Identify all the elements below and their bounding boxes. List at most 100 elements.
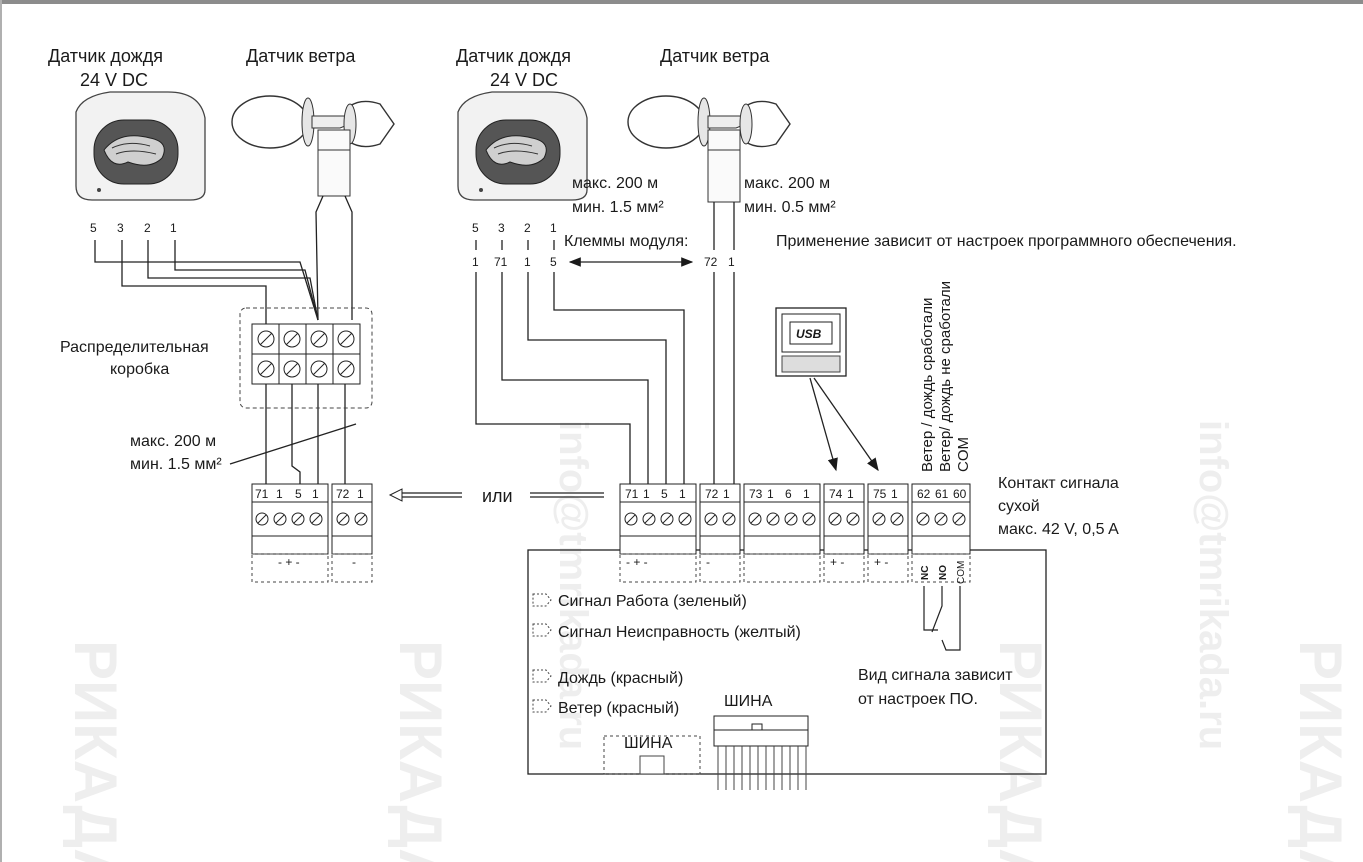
vertical-label-not-triggered: Ветер/ дождь не сработали xyxy=(937,281,954,472)
module-terminals-label: Клеммы модуля: xyxy=(564,233,688,250)
top-border xyxy=(0,0,1363,4)
left-terminal-b-polarity: - xyxy=(352,555,356,569)
usb-label: USB xyxy=(796,327,822,341)
right-wind-sensor-title: Датчик ветра xyxy=(660,46,770,66)
terminal-number: 5 xyxy=(661,487,668,501)
dry-contact-line1: Контакт сигнала xyxy=(998,475,1119,492)
bus-label-2: ШИНА xyxy=(724,693,773,710)
terminal-number: 71 xyxy=(625,487,639,501)
terminal-number: 1 xyxy=(643,487,650,501)
junction-box-label-line1: Распределительная xyxy=(60,339,209,356)
junction-box-label-line2: коробка xyxy=(110,361,169,378)
rain-cable-min: мин. 1.5 мм² xyxy=(572,199,664,216)
terminal-polarity: + - xyxy=(830,555,844,569)
terminal-block: 74 1 + - xyxy=(823,483,865,583)
or-label: или xyxy=(482,486,513,506)
terminal-number: 1 xyxy=(723,487,730,501)
led-label-wind: Ветер (красный) xyxy=(558,700,679,717)
left-terminal-a-label: 1 xyxy=(312,487,319,501)
right-rain-sensor-title: Датчик дождя xyxy=(456,46,571,66)
watermark-text: РИКАДА xyxy=(387,640,454,862)
terminal-number: 1 xyxy=(679,487,686,501)
right-rain-sensor-voltage: 24 V DC xyxy=(490,70,558,90)
watermark-layer: РИКАДА РИКАДА РИКАДА РИКАДА info@tmrikad… xyxy=(62,420,1354,862)
terminal-block: 72 1 - xyxy=(699,483,741,583)
terminal-number: 73 xyxy=(749,487,763,501)
terminal-number: 1 xyxy=(803,487,810,501)
usb-programmer-icon xyxy=(775,307,879,472)
terminal-polarity: - xyxy=(706,555,710,569)
terminal-polarity: - + - xyxy=(626,555,648,569)
signal-note-line1: Вид сигнала зависит xyxy=(858,667,1013,684)
watermark-text: info@tmrikada.ru xyxy=(551,420,595,750)
right-wind-module-terminal: 1 xyxy=(728,255,735,269)
terminal-number: 74 xyxy=(829,487,843,501)
signal-note-line2: от настроек ПО. xyxy=(858,691,978,708)
terminal-number: 60 xyxy=(953,487,967,501)
led-label-operation: Сигнал Работа (зеленый) xyxy=(558,593,747,610)
vertical-label-triggered: Ветер / дождь сработали xyxy=(919,298,936,472)
terminal-number: 6 xyxy=(785,487,792,501)
left-wires xyxy=(94,195,357,484)
left-rain-sensor-voltage: 24 V DC xyxy=(80,70,148,90)
anemometer-icon xyxy=(231,95,395,197)
bus-connector-1 xyxy=(603,735,701,775)
led-label-fault: Сигнал Неисправность (желтый) xyxy=(558,624,801,641)
left-terminal-a-polarity: - + - xyxy=(278,555,300,569)
left-border xyxy=(0,0,2,862)
right-wires xyxy=(475,202,735,484)
vertical-label-com: COM xyxy=(955,437,972,472)
left-terminal-a-label: 1 xyxy=(276,487,283,501)
dry-contact-line3: макс. 42 V, 0,5 A xyxy=(998,521,1119,538)
left-terminal-b-label: 72 xyxy=(336,487,350,501)
rain-cable-max: макс. 200 м xyxy=(572,175,658,192)
relay-pin-com: COM xyxy=(956,561,967,584)
or-connector xyxy=(388,488,604,502)
terminal-number: 72 xyxy=(705,487,719,501)
watermark-text: РИКАДА xyxy=(987,640,1054,862)
right-rain-module-terminal: 5 xyxy=(550,255,557,269)
junction-screws xyxy=(257,330,355,378)
right-rain-top-terminal: 3 xyxy=(498,221,505,235)
relay-pin-nc: NC xyxy=(920,566,931,580)
left-rain-terminal-label: 1 xyxy=(170,221,177,235)
terminal-number: 1 xyxy=(891,487,898,501)
rain-sensor-icon xyxy=(457,91,588,201)
right-panel: Датчик дождя 24 V DC Датчик ветра макс. … xyxy=(456,46,1237,790)
terminal-polarity: + - xyxy=(874,555,888,569)
left-rain-terminal-label: 5 xyxy=(90,221,97,235)
anemometer-icon xyxy=(627,95,791,203)
terminal-number: 61 xyxy=(935,487,949,501)
left-panel: Датчик дождя 24 V DC Датчик ветра 5 3 2 … xyxy=(48,46,395,583)
left-rain-sensor-title: Датчик дождя xyxy=(48,46,163,66)
watermark-text: info@tmrikada.ru xyxy=(1191,420,1235,750)
wind-cable-min: мин. 0.5 мм² xyxy=(744,199,836,216)
junction-box xyxy=(239,307,373,409)
relay-contact-symbol xyxy=(923,586,961,651)
terminal-number: 1 xyxy=(767,487,774,501)
software-note: Применение зависит от настроек программн… xyxy=(776,233,1237,250)
terminal-block: 75 1 + - xyxy=(867,483,909,583)
left-terminal-block-a xyxy=(251,483,329,583)
wind-cable-max: макс. 200 м xyxy=(744,175,830,192)
left-rain-terminal-label: 2 xyxy=(144,221,151,235)
left-rain-terminal-label: 3 xyxy=(117,221,124,235)
terminal-number: 1 xyxy=(847,487,854,501)
bus-label-1: ШИНА xyxy=(624,735,673,752)
right-rain-top-terminal: 1 xyxy=(550,221,557,235)
right-rain-top-terminal: 2 xyxy=(524,221,531,235)
left-cable-max: макс. 200 м xyxy=(130,433,216,450)
left-terminal-b-label: 1 xyxy=(357,487,364,501)
right-rain-top-terminal: 5 xyxy=(472,221,479,235)
left-wind-sensor-title: Датчик ветра xyxy=(246,46,356,66)
terminal-number: 75 xyxy=(873,487,887,501)
rain-sensor-icon xyxy=(75,91,206,201)
right-rain-module-terminal: 1 xyxy=(472,255,479,269)
bus-connector-2 xyxy=(713,715,809,790)
left-cable-min: мин. 1.5 мм² xyxy=(130,456,222,473)
